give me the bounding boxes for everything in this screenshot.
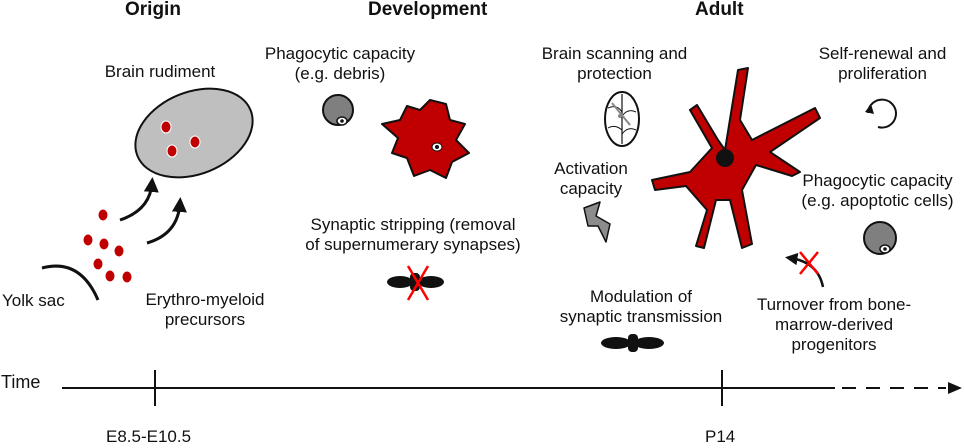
label-modulation-line2: synaptic transmission xyxy=(559,307,723,326)
self-renewal-icon xyxy=(865,98,897,129)
label-activation-capacity: Activation capacity xyxy=(536,159,646,199)
tick-label-origin: E8.5-E10.5 xyxy=(106,427,192,446)
label-activation-line2: capacity xyxy=(559,179,623,198)
header-adult: Adult xyxy=(695,0,744,20)
migration-arrow-1 xyxy=(119,177,159,222)
timeline-arrowhead xyxy=(948,382,962,394)
label-modulation: Modulation of synaptic transmission xyxy=(546,287,736,327)
brain-rudiment-cells xyxy=(160,120,201,158)
synapse-stripping-icon xyxy=(387,265,444,301)
label-phago-adult-line2: (e.g. apoptotic cells) xyxy=(801,191,954,210)
label-erythro-myeloid-line2: precursors xyxy=(164,310,246,329)
label-phago-dev-line2: (e.g. debris) xyxy=(294,64,386,83)
label-phago-dev-line1: Phagocytic capacity xyxy=(264,44,416,63)
timeline-label: Time xyxy=(1,372,41,392)
header-origin: Origin xyxy=(125,0,181,20)
label-brain-rudiment: Brain rudiment xyxy=(104,62,216,81)
label-renewal-line1: Self-renewal and xyxy=(818,44,947,63)
phagocytic-cell-icon xyxy=(322,94,354,126)
header-development: Development xyxy=(368,0,488,20)
label-modulation-line1: Modulation of xyxy=(589,287,693,306)
apoptotic-phagocytic-icon xyxy=(863,221,897,255)
label-erythro-myeloid-line1: Erythro-myeloid xyxy=(145,290,265,309)
label-phagocytic-development: Phagocytic capacity (e.g. debris) xyxy=(255,44,425,84)
label-phagocytic-adult: Phagocytic capacity (e.g. apoptotic cell… xyxy=(790,171,965,211)
label-turnover-line2: marrow-derived xyxy=(774,315,894,334)
amoeboid-microglia xyxy=(381,99,470,179)
tick-label-p14: P14 xyxy=(705,427,736,446)
migration-arrow-2 xyxy=(146,197,187,245)
ramified-microglia xyxy=(651,67,821,249)
turnover-arrow xyxy=(785,252,825,288)
label-scanning-line2: protection xyxy=(577,64,652,83)
brain-rudiment-ellipse xyxy=(134,87,254,179)
label-phago-adult-line1: Phagocytic capacity xyxy=(802,171,953,190)
label-turnover: Turnover from bone- marrow-derived proge… xyxy=(744,295,924,355)
label-renewal-line2: proliferation xyxy=(838,64,927,83)
label-brain-scanning: Brain scanning and protection xyxy=(532,44,697,84)
lightning-icon xyxy=(583,201,611,243)
erythro-myeloid-dots xyxy=(82,208,133,284)
label-self-renewal: Self-renewal and proliferation xyxy=(800,44,965,84)
label-turnover-line3: progenitors xyxy=(791,335,877,354)
brain-scanning-icon xyxy=(604,91,640,147)
label-turnover-line1: Turnover from bone- xyxy=(756,295,912,314)
label-yolk-sac: Yolk sac xyxy=(2,291,65,310)
label-scanning-line1: Brain scanning and xyxy=(541,44,688,63)
label-activation-line1: Activation xyxy=(554,159,628,178)
label-stripping-line1: Synaptic stripping (removal xyxy=(310,215,516,234)
label-erythro-myeloid: Erythro-myeloid precursors xyxy=(135,290,275,330)
label-stripping-line2: of supernumerary synapses) xyxy=(305,235,521,254)
synapse-modulation-icon xyxy=(601,334,664,352)
turnover-cross xyxy=(799,251,819,275)
label-synaptic-stripping: Synaptic stripping (removal of supernume… xyxy=(293,215,533,255)
